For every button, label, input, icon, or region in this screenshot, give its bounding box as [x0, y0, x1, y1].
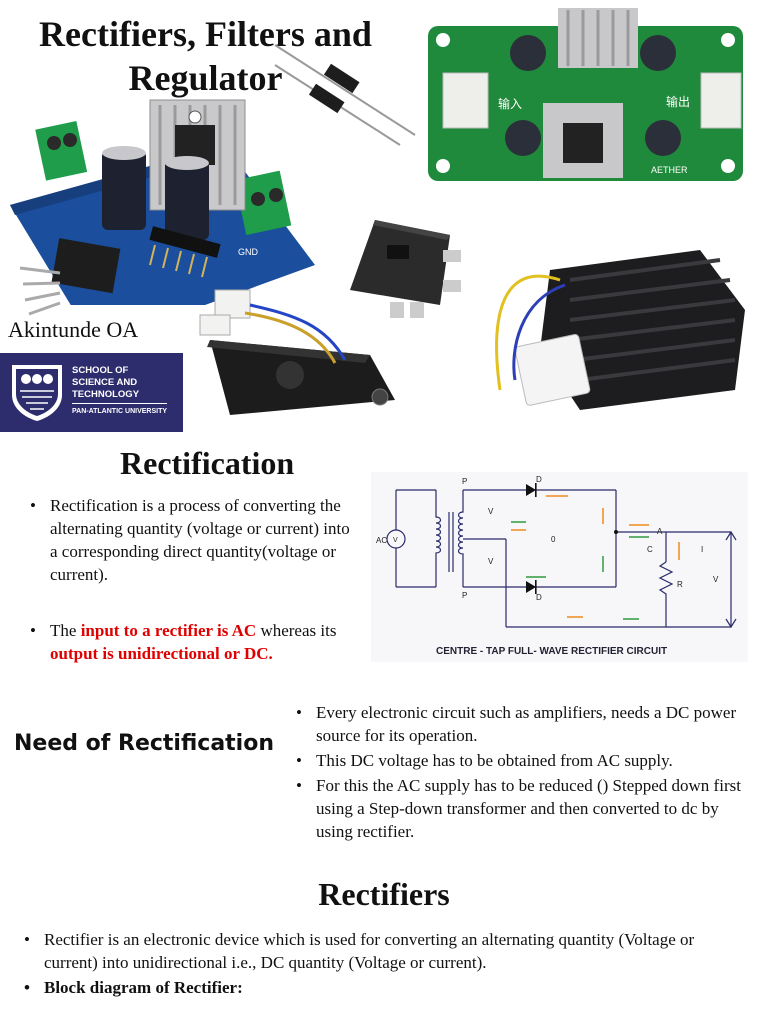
bullet-icon: • [296, 703, 302, 722]
list-item-text: This DC voltage has to be obtained from … [316, 751, 673, 770]
bullet-icon: • [24, 978, 30, 997]
bridge-rectifier-4pin-photo [19, 238, 121, 316]
output-label: 输出 [666, 94, 690, 109]
bullet-text: Rectification is a process of converting… [50, 496, 350, 584]
vsm-label: V [488, 507, 494, 516]
diodes-photo [274, 44, 416, 146]
voltage-regulator-module-photo [199, 289, 395, 415]
brand-label: AETHER [651, 165, 688, 175]
bullet-input-output: • The input to a rectifier is AC whereas… [30, 619, 380, 665]
node-c-label: C [647, 545, 653, 554]
green-pcb-photo: 输入 输出 AETHER [428, 8, 743, 181]
logo-line3: TECHNOLOGY [72, 389, 140, 400]
logo-line4: PAN-ATLANTIC UNIVERSITY [72, 403, 168, 418]
p1-label: P [462, 477, 467, 486]
list-item: • This DC voltage has to be obtained from… [296, 749, 746, 772]
list-item-text: For this the AC supply has to be reduced… [316, 776, 741, 841]
regulator-board-photo: GND [10, 99, 315, 305]
rectifiers-heading: Rectifiers [318, 876, 450, 912]
bullet-text-pre: The [50, 621, 81, 640]
bridge-rectifier-square-photo [350, 220, 461, 318]
list-item-text: Rectifier is an electronic device which … [44, 930, 695, 972]
bullet-icon: • [30, 496, 36, 515]
bullet-icon: • [30, 621, 36, 640]
bullet-rectification-definition: • Rectification is a process of converti… [30, 494, 360, 586]
list-item-text: Every electronic circuit such as amplifi… [316, 703, 737, 745]
logo-line2: SCIENCE AND [72, 377, 138, 388]
logo-line1: SCHOOL OF [72, 365, 129, 376]
list-item-text: Block diagram of Rectifier: [44, 978, 243, 997]
full-wave-rectifier-circuit: AC V P P D D V V 0 A C I R V [371, 472, 748, 662]
bullet-icon: • [24, 930, 30, 949]
author-name: Akintunde OA [8, 317, 139, 342]
iload-label: I [701, 545, 703, 554]
highlight-output-dc: output is unidirectional or DC. [50, 644, 273, 663]
node-a-label: A [657, 527, 663, 536]
ovolt-label: 0 [551, 535, 556, 544]
list-item: • Every electronic circuit such as amplif… [296, 701, 746, 747]
university-logo: SCHOOL OF SCIENCE AND TECHNOLOGY PAN-ATL… [0, 353, 183, 432]
bullet-icon: • [296, 751, 302, 770]
slide-title: Rectifiers, Filters and Regulator [39, 14, 372, 98]
list-item: • Rectifier is an electronic device which… [24, 928, 744, 974]
gnd-label: GND [238, 247, 259, 257]
ac-label: AC [376, 536, 387, 545]
input-label: 输入 [498, 96, 522, 111]
need-bullet-list: • Every electronic circuit such as amplif… [296, 701, 746, 845]
bullet-icon: • [296, 776, 302, 795]
list-item: • For this the AC supply has to be reduce… [296, 774, 746, 843]
rectification-heading: Rectification [120, 445, 295, 481]
shield-icon [12, 365, 62, 421]
vsm-label-2: V [488, 557, 494, 566]
highlight-input-ac: input to a rectifier is AC [80, 621, 257, 640]
v-label: V [393, 537, 398, 544]
rload-label: R [677, 580, 683, 589]
list-item: • Block diagram of Rectifier: [24, 976, 744, 999]
d2-label: D [536, 593, 542, 602]
circuit-caption: CENTRE - TAP FULL- WAVE RECTIFIER CIRCUI… [436, 646, 668, 657]
rectifiers-bullet-list: • Rectifier is an electronic device which… [24, 928, 744, 999]
need-of-rectification-heading: Need of Rectification [14, 731, 274, 756]
vload-label: V [713, 575, 719, 584]
d1-label: D [536, 475, 542, 484]
p2-label: P [462, 591, 467, 600]
bullet-text-mid: whereas its [256, 621, 337, 640]
heatsink-regulator-photo [495, 250, 745, 410]
